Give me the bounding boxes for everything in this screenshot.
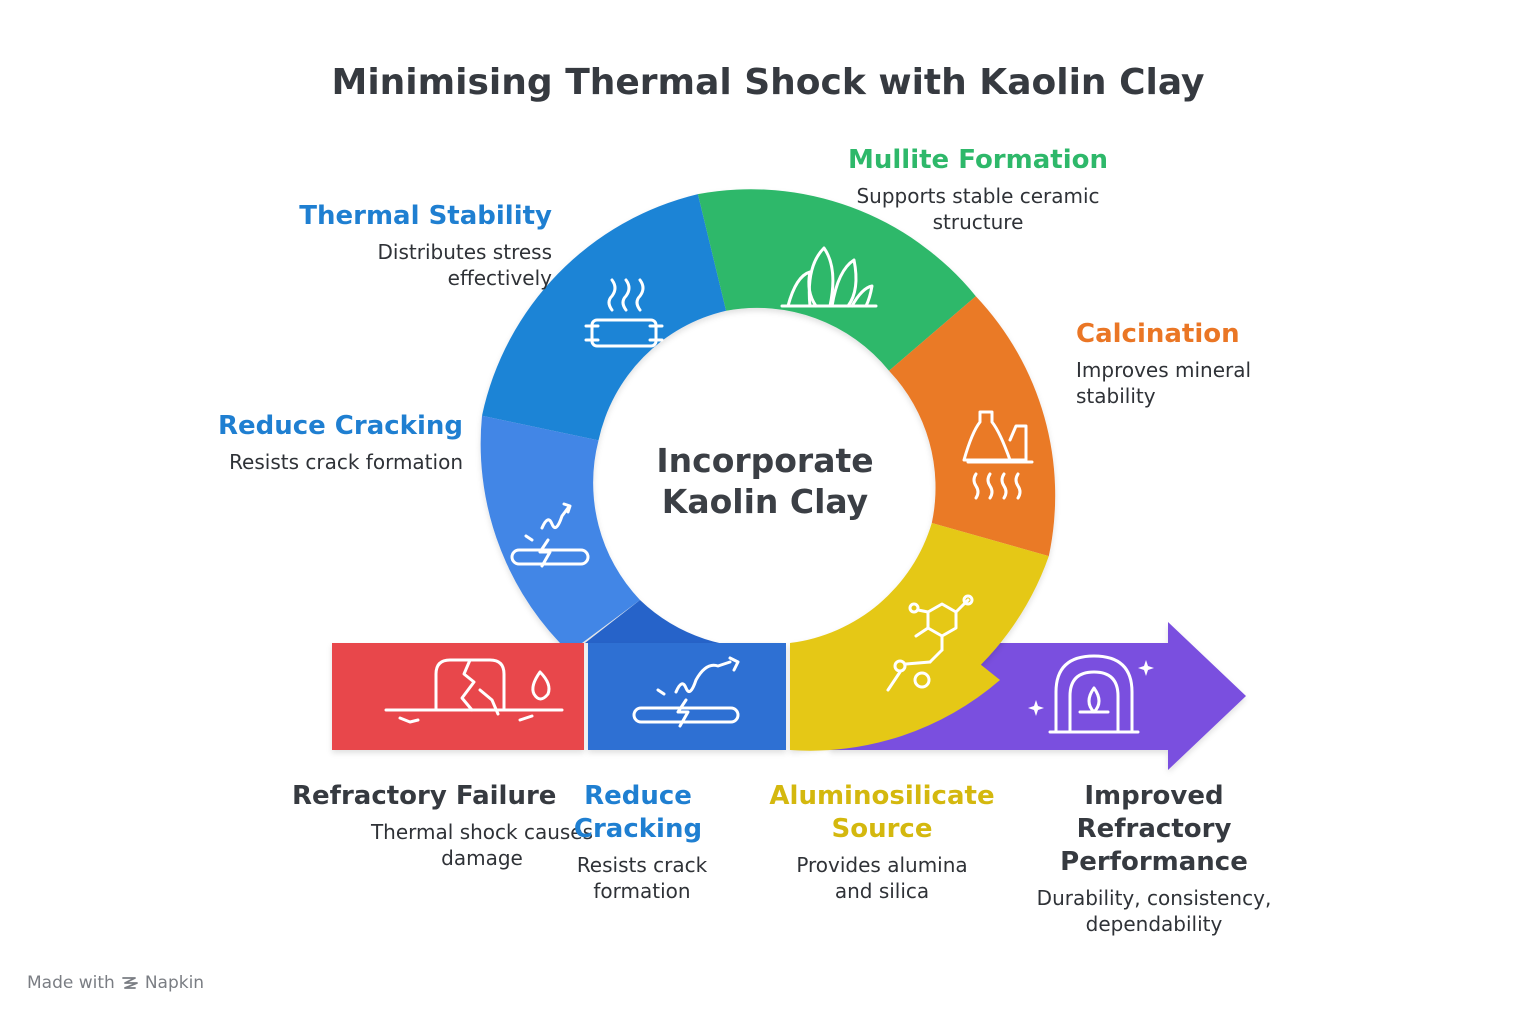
label-refractory-failure: Refractory Failure Thermal shock causes … <box>292 781 594 870</box>
segment-reduce-cracking-lower <box>585 600 780 648</box>
page-title: Minimising Thermal Shock with Kaolin Cla… <box>331 62 1205 103</box>
segment-reduce-cracking <box>480 415 640 643</box>
sparkle-icon <box>1028 700 1044 716</box>
sparkle-icon <box>1138 660 1154 676</box>
label-mullite-formation: Mullite Formation Supports stable cerami… <box>848 145 1108 234</box>
segment-thermal-stability <box>482 194 727 441</box>
segment-calcination <box>889 296 1056 557</box>
label-improved-performance: Improved Refractory Performance Durabili… <box>1036 781 1272 936</box>
block-aluminosilicate <box>790 600 1000 751</box>
kiln-fire-icon <box>1048 654 1140 734</box>
block-reduce-cracking <box>588 643 786 750</box>
crack-bar-icon-ring <box>510 502 590 568</box>
factory-heat-icon <box>962 410 1034 500</box>
label-reduce-cracking-ring: Reduce Cracking Resists crack formation <box>217 411 463 474</box>
crystal-icon <box>780 246 878 308</box>
molecule-icon <box>886 594 974 692</box>
center-label: Incorporate Kaolin Clay <box>656 441 874 521</box>
cracked-kiln-icon <box>384 658 564 724</box>
footer-made-with-napkin[interactable]: Made with Napkin <box>27 973 205 993</box>
segment-mullite <box>697 189 976 371</box>
label-aluminosilicate-source: Aluminosilicate Source Provides alumina … <box>769 781 995 903</box>
heat-bar-icon <box>584 278 664 348</box>
label-reduce-cracking-bottom: Reduce Cracking Resists crack formation <box>573 781 708 903</box>
label-calcination: Calcination Improves mineral stability <box>1076 319 1252 408</box>
label-thermal-stability: Thermal Stability Distributes stress eff… <box>299 201 552 290</box>
crack-bar-icon-bottom <box>632 656 740 728</box>
napkin-logo-icon <box>121 977 138 989</box>
